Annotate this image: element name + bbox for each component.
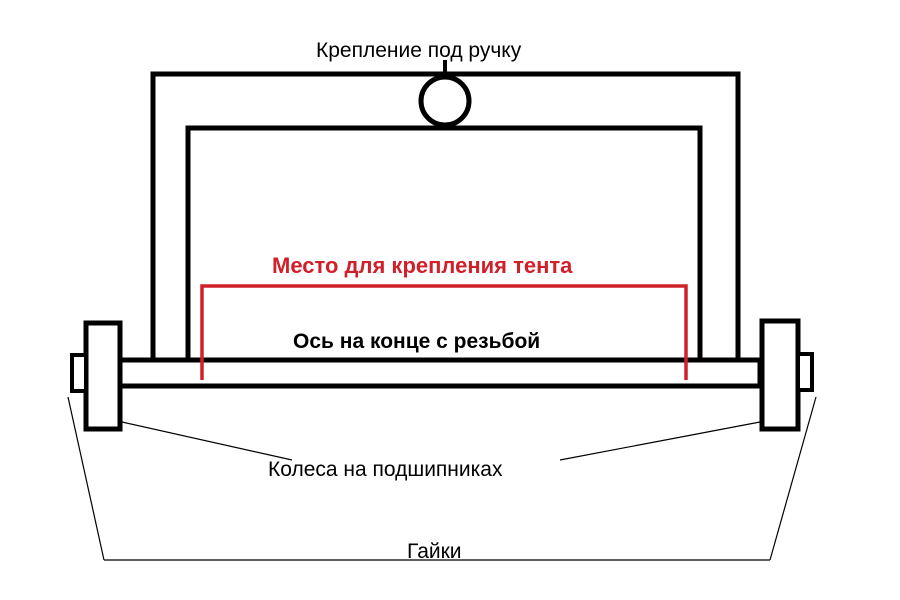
axle-label: Ось на конце с резьбой [293,330,541,353]
left-wheel [83,320,123,432]
right-nut [796,352,814,392]
left-nut [70,353,88,393]
wheels-pointer-left [121,421,293,461]
nuts-pointer-right [769,396,817,561]
handle-mount-ring [418,74,472,128]
handle-mount-label: Крепление под ручку [316,39,522,62]
axle [117,357,763,389]
nuts-label: Гайки [407,540,462,563]
tent-mount-bracket [200,284,688,380]
wheels-label: Колеса на подшипниках [268,458,503,481]
wheels-pointer-right [559,421,761,461]
inner-frame [185,125,703,360]
nuts-pointer-left [67,396,105,561]
right-wheel [759,318,801,432]
tent-mount-label: Место для крепления тента [272,253,573,278]
